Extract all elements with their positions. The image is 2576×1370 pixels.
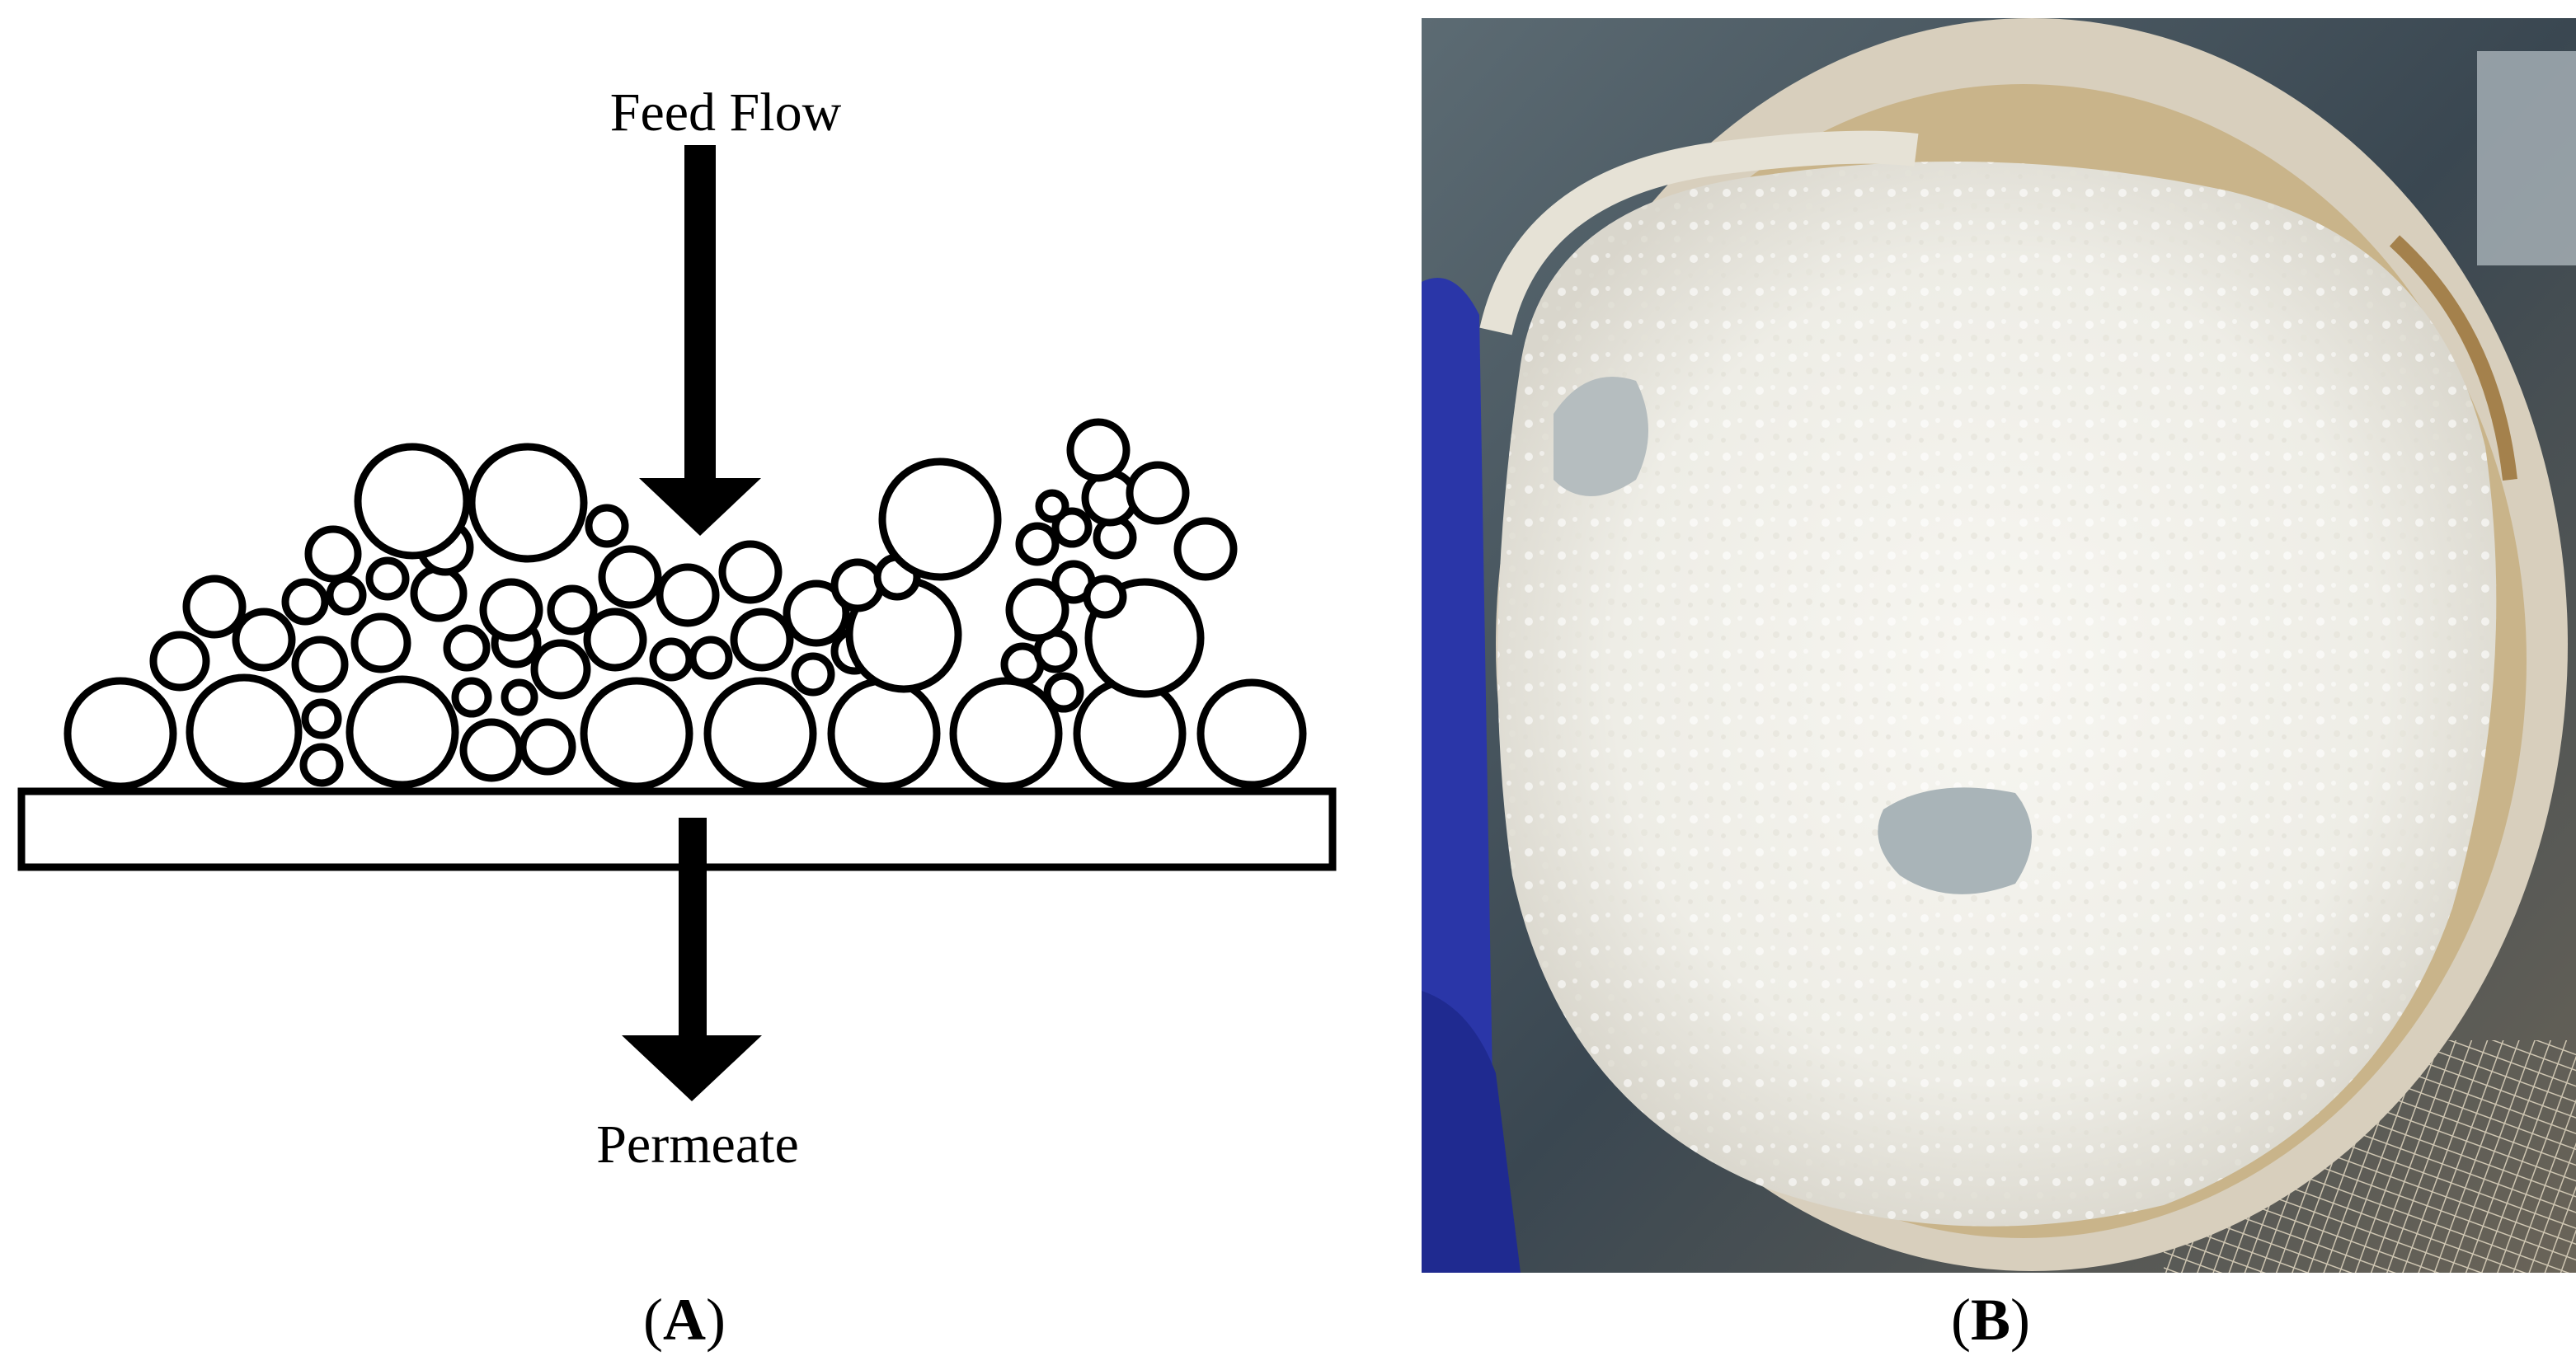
particle — [827, 677, 941, 791]
particle — [730, 608, 794, 672]
particle — [878, 457, 1002, 581]
particle — [468, 443, 588, 563]
particle — [718, 540, 783, 604]
particle — [232, 608, 296, 672]
particle — [354, 443, 471, 560]
particle — [530, 639, 591, 700]
particle — [580, 677, 693, 791]
cake-filtration-schematic: Feed Flow Permeate — [17, 82, 1337, 1175]
particle — [703, 677, 817, 791]
particle — [1073, 677, 1187, 791]
particle — [451, 677, 492, 718]
particle — [346, 675, 459, 789]
particle — [1043, 672, 1084, 713]
particle — [656, 563, 720, 627]
permeate-label: Permeate — [596, 1114, 799, 1175]
particle — [365, 556, 410, 601]
particle — [63, 677, 177, 791]
particle — [304, 525, 362, 583]
panel-b-caption: (B) — [1951, 1287, 2030, 1353]
particle — [350, 612, 411, 673]
particle — [281, 578, 329, 626]
particle-cake — [63, 418, 1307, 791]
particle — [443, 624, 491, 672]
exposed-patch — [1878, 787, 2032, 894]
particle — [1196, 678, 1307, 789]
particle — [598, 545, 662, 609]
particle — [299, 743, 344, 787]
particle — [182, 575, 247, 639]
particle — [1066, 418, 1131, 482]
cake-texture — [1497, 162, 2497, 1227]
filter-membrane — [17, 787, 1337, 871]
particle — [830, 558, 885, 612]
particle — [291, 636, 349, 693]
particle — [791, 652, 835, 697]
particle — [186, 673, 303, 791]
particle — [949, 677, 1063, 791]
fouled-membrane-photo — [1422, 18, 2576, 1273]
particle — [479, 578, 543, 642]
particle — [1051, 507, 1093, 548]
particle — [410, 565, 468, 622]
particle — [689, 636, 733, 680]
glove-lower — [1422, 991, 1521, 1273]
particle — [783, 579, 850, 647]
particle — [1126, 461, 1190, 525]
feed-flow-arrow — [639, 145, 761, 536]
particle — [149, 631, 210, 692]
feed-flow-label: Feed Flow — [610, 82, 842, 143]
particle — [649, 637, 693, 682]
particle — [1173, 517, 1238, 581]
particle — [301, 698, 342, 739]
equipment-edge — [2477, 51, 2576, 265]
particle — [1015, 522, 1060, 566]
panel-a-caption: (A) — [643, 1287, 726, 1353]
exposed-patch — [1554, 377, 1648, 496]
particle — [547, 584, 598, 636]
rim-deposit — [2389, 235, 2517, 481]
particle — [1005, 578, 1069, 642]
particle — [1083, 575, 1127, 619]
particle — [459, 718, 524, 782]
particle — [519, 718, 576, 776]
particle — [585, 504, 629, 548]
particle — [1035, 489, 1069, 523]
rim-deposit — [1479, 130, 1919, 335]
permeate-arrow — [622, 818, 762, 1101]
particle — [583, 608, 647, 672]
particle — [501, 678, 538, 716]
particle — [326, 575, 367, 616]
